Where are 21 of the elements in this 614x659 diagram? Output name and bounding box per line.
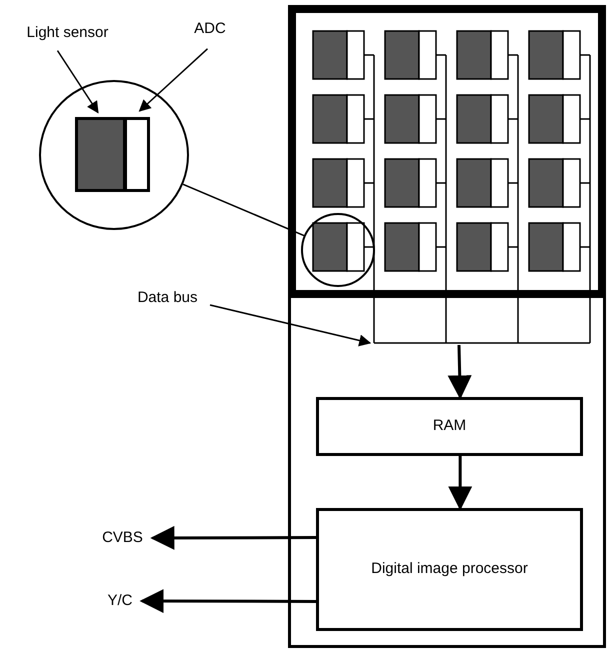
label-text: Light sensor <box>5 22 130 44</box>
adc-block <box>124 117 150 192</box>
arrow <box>140 589 316 614</box>
light-sensor-block <box>75 117 126 192</box>
arrow <box>150 526 316 550</box>
label-text: CVBS <box>95 528 150 548</box>
label-text: Data bus <box>125 288 210 308</box>
sensor-array-frame <box>288 5 606 298</box>
label-text: ADC <box>185 18 235 40</box>
leader-line <box>210 304 372 346</box>
leader-line <box>56 50 99 114</box>
connector-line <box>182 184 304 236</box>
arrow <box>448 344 472 400</box>
box-label: RAM <box>432 416 466 436</box>
process-box <box>316 397 583 456</box>
leader-line <box>138 48 208 112</box>
chip-frame <box>288 5 606 648</box>
label-text: Y/C <box>100 591 140 611</box>
process-box <box>316 508 583 631</box>
arrow <box>448 456 472 510</box>
box-label: Digital image processor <box>371 559 528 580</box>
